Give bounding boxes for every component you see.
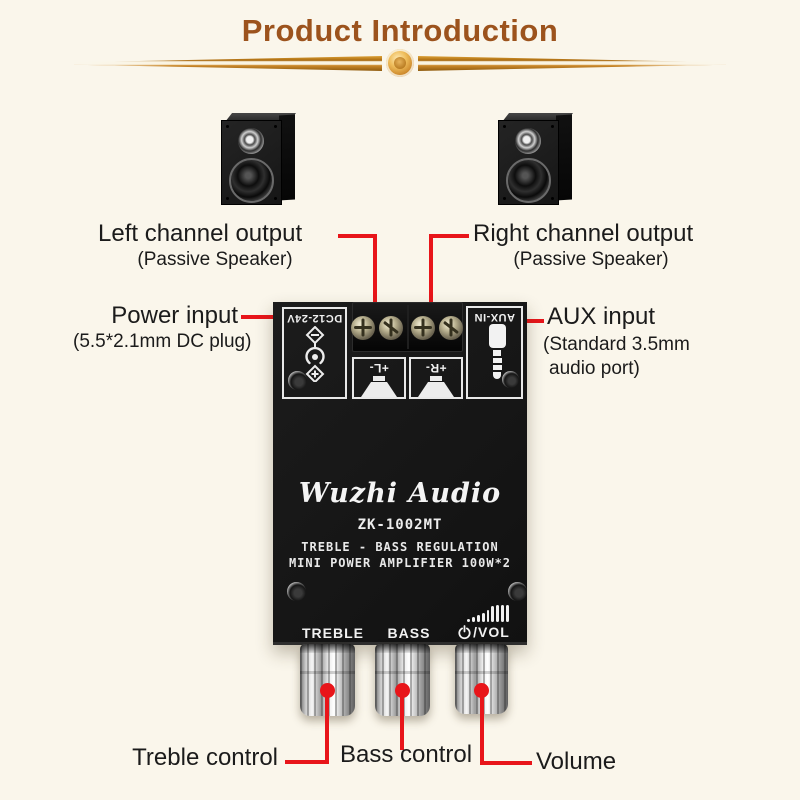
- callout-line-left-output-v: [373, 234, 377, 330]
- aux-input-sublabel-line2: audio port): [549, 358, 640, 379]
- aux-section: AUX-IN: [466, 306, 523, 399]
- right-channel-section: +R-: [409, 357, 463, 399]
- volume-bars-icon: [467, 603, 510, 622]
- tweeter-icon: [515, 128, 541, 154]
- treble-knob-label: TREBLE: [302, 625, 364, 641]
- callout-line-bass-v: [400, 690, 404, 750]
- bass-knob-label: BASS: [387, 625, 431, 641]
- model-number: ZK-1002MT: [357, 517, 443, 533]
- callout-line-right-output-v: [429, 234, 433, 330]
- callout-line-right-output-h: [429, 234, 469, 238]
- right-terminal-label: +R-: [425, 361, 447, 375]
- right-output-sublabel: (Passive Speaker): [513, 249, 669, 270]
- speaker-terminal-block: [351, 302, 463, 352]
- divider-left-bar: [74, 56, 382, 71]
- board-description-line1: TREBLE - BASS REGULATION: [301, 540, 499, 554]
- brand-logo: Wuzhi Audio: [298, 478, 502, 509]
- divider-right-bar: [418, 56, 726, 71]
- screw-icon: [508, 582, 527, 601]
- power-icon: [458, 624, 471, 639]
- dc-polarity-icon: [305, 326, 325, 382]
- speaker-symbol-icon: [418, 376, 454, 397]
- page-title: Product Introduction: [241, 13, 559, 48]
- callout-line-left-output-h: [338, 234, 376, 238]
- audio-jack-icon: [488, 324, 506, 379]
- treble-control-label: Treble control: [132, 744, 278, 771]
- terminal-screw-icon: [351, 316, 375, 340]
- screw-icon: [287, 582, 306, 601]
- screw-icon: [288, 371, 307, 390]
- right-speaker-image: [498, 113, 574, 205]
- volume-knob-label: /VOL: [451, 624, 517, 640]
- left-channel-section: +L-: [352, 357, 406, 399]
- tweeter-icon: [238, 128, 264, 154]
- power-input-label: Power input: [111, 302, 238, 329]
- callout-line-volume-h: [480, 761, 532, 765]
- terminal-screw-icon: [439, 316, 463, 340]
- left-output-sublabel: (Passive Speaker): [137, 249, 293, 270]
- terminal-screw-icon: [379, 316, 403, 340]
- left-output-label: Left channel output: [98, 220, 303, 247]
- bass-control-label: Bass control: [340, 741, 473, 768]
- right-output-label: Right channel output: [473, 220, 694, 247]
- callout-line-treble-h: [285, 760, 329, 764]
- amplifier-board: DC12-24V +L-: [273, 302, 527, 645]
- volume-label: Volume: [536, 748, 617, 775]
- dc-power-section: DC12-24V: [282, 307, 347, 399]
- aux-port-label: AUX-IN: [474, 311, 515, 323]
- callout-line-treble-v: [325, 690, 329, 764]
- speaker-symbol-icon: [361, 376, 397, 397]
- terminal-screw-icon: [411, 316, 435, 340]
- divider-ornament-icon: [386, 49, 414, 77]
- board-description-line2: MINI POWER AMPLIFIER 100W*2: [288, 556, 512, 570]
- screw-icon: [502, 371, 519, 388]
- speaker-front-face: [498, 120, 559, 205]
- aux-input-label: AUX input: [547, 303, 656, 330]
- woofer-icon: [506, 158, 551, 203]
- power-input-sublabel: (5.5*2.1mm DC plug): [73, 331, 252, 352]
- dc-port-label: DC12-24V: [286, 312, 343, 324]
- left-speaker-image: [221, 113, 297, 205]
- speaker-front-face: [221, 120, 282, 205]
- woofer-icon: [229, 158, 274, 203]
- left-terminal-label: +L-: [369, 361, 389, 375]
- callout-line-volume-v: [480, 690, 484, 765]
- aux-input-sublabel-line1: (Standard 3.5mm: [543, 334, 690, 355]
